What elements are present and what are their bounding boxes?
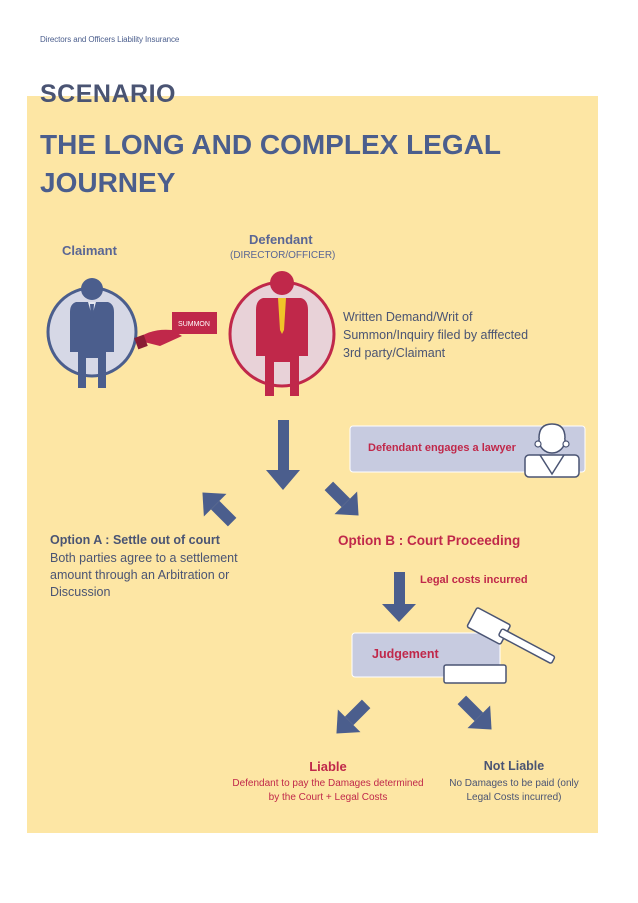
claimant-figure-icon — [46, 278, 138, 388]
down-arrow-icon — [266, 420, 300, 490]
not-liable-title: Not Liable — [483, 759, 545, 773]
liable-body: Defendant to pay the Damages determined … — [232, 778, 424, 803]
summon-description: Written Demand/Writ of Summon/Inquiry fi… — [343, 310, 529, 360]
summon-card — [172, 312, 217, 334]
legal-costs-label: Legal costs incurred — [420, 574, 528, 586]
arrow-to-option-a-icon — [202, 492, 237, 527]
option-a-body: Both parties agree to a settlement amoun… — [50, 551, 238, 599]
arrow-to-not-liable-icon — [457, 695, 492, 730]
option-a-title: Option A : Settle out of court — [50, 533, 220, 547]
gavel-icon — [443, 607, 556, 684]
section-label: SCENARIO — [40, 80, 176, 108]
summon-label: SUMMON — [178, 321, 210, 328]
arrow-to-liable-icon — [336, 699, 371, 734]
not-liable-body: No Damages to be paid (only Legal Costs … — [449, 778, 579, 803]
arrow-to-judgement-icon — [382, 572, 416, 622]
option-b-title: Option B : Court Proceeding — [338, 533, 521, 548]
summon-hand-icon — [134, 329, 182, 350]
liable-title: Liable — [309, 759, 347, 774]
defendant-role-label: (DIRECTOR/OFFICER) — [230, 250, 336, 261]
lawyer-icon — [524, 423, 580, 478]
claimant-label: Claimant — [62, 243, 117, 258]
defendant-label: Defendant — [249, 232, 313, 247]
defendant-figure-icon — [228, 271, 336, 396]
judgement-label: Judgement — [372, 647, 439, 661]
page-title: THE LONG AND COMPLEX LEGAL JOURNEY — [40, 129, 501, 198]
arrow-to-option-b-icon — [324, 481, 359, 516]
lawyer-label: Defendant engages a lawyer — [368, 442, 516, 454]
document-header: Directors and Officers Liability Insuran… — [40, 35, 180, 44]
